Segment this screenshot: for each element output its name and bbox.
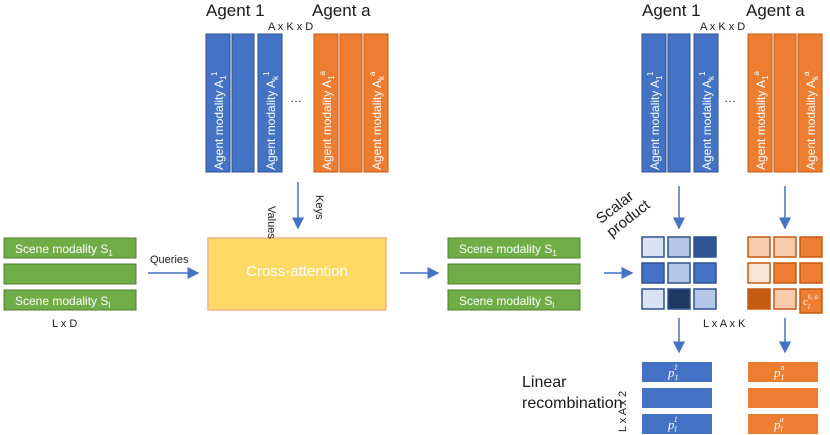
blue-cell-2-1 bbox=[641, 262, 665, 284]
output-orange-1-label: p1a bbox=[773, 363, 785, 382]
left-scene-dims: L x D bbox=[52, 318, 78, 330]
left-agent-a-header: Agent a bbox=[312, 1, 371, 20]
left-orange-bar-2 bbox=[339, 33, 363, 173]
left-blue-bar-1-label: Agent modality A11 bbox=[210, 71, 228, 170]
cross-attention-box bbox=[207, 237, 387, 311]
mid-scene-bar-3 bbox=[447, 289, 581, 311]
recombination-word: recombination bbox=[522, 395, 623, 412]
left-agent-bars: Agent modality A11 Agent modality Ak1 Ag… bbox=[205, 33, 389, 173]
right-agent-dims: A x K x D bbox=[700, 21, 746, 33]
left-scene-bar-3 bbox=[3, 289, 137, 311]
left-scene-bars: Scene modality S1 Scene modality Sl bbox=[3, 237, 137, 311]
output-blue-bar-2 bbox=[642, 388, 712, 408]
left-scene-bar-3-label: Scene modality Sl bbox=[15, 294, 110, 310]
cell-label: clk, a bbox=[803, 293, 818, 311]
output-bars: p11 pl1 p1a pla bbox=[642, 362, 818, 434]
output-blue-bar-1 bbox=[642, 362, 712, 382]
right-orange-bar-3 bbox=[797, 33, 823, 173]
mid-scene-bar-1-label: Scene modality S1 bbox=[459, 242, 557, 258]
linear-word: Linear bbox=[522, 374, 567, 391]
left-agent-1-header: Agent 1 bbox=[206, 1, 265, 20]
output-blue-1-label: p11 bbox=[667, 363, 679, 382]
right-orange-bar-1-label: Agent modality A1a bbox=[752, 70, 770, 170]
orange-cell-1-2 bbox=[773, 236, 797, 258]
orange-cell-3-3 bbox=[799, 288, 823, 314]
orange-score-grid: clk, a bbox=[747, 236, 823, 314]
output-dims: L x A x 2 bbox=[617, 390, 629, 432]
output-orange-l-label: pla bbox=[773, 415, 784, 434]
left-scene-bar-1 bbox=[3, 237, 137, 259]
left-orange-bar-3 bbox=[363, 33, 389, 173]
blue-score-grid bbox=[641, 236, 717, 310]
blue-cell-2-2 bbox=[667, 262, 691, 284]
output-orange-bar-3 bbox=[748, 414, 818, 434]
orange-cell-1-3 bbox=[799, 236, 823, 258]
left-agent-dims: A x K x D bbox=[268, 21, 314, 33]
left-blue-bar-3 bbox=[257, 33, 283, 173]
orange-cell-3-1 bbox=[747, 288, 771, 310]
blue-cell-1-3 bbox=[693, 236, 717, 258]
right-agent-a-header: Agent a bbox=[746, 1, 805, 20]
left-blue-bar-3-label: Agent modality Ak1 bbox=[262, 71, 280, 170]
blue-cell-3-2 bbox=[667, 288, 691, 310]
right-orange-bar-2 bbox=[773, 33, 797, 173]
output-orange-bar-2 bbox=[748, 388, 818, 408]
cross-attention-label: Cross-attention bbox=[246, 263, 348, 280]
right-orange-bar-1 bbox=[747, 33, 773, 173]
queries-label: Queries bbox=[150, 254, 189, 266]
left-scene-bar-2 bbox=[3, 263, 137, 285]
mid-scene-bars: Scene modality S1 Scene modality Sl bbox=[447, 237, 581, 311]
orange-cell-2-1 bbox=[747, 262, 771, 284]
output-blue-l-label: pl1 bbox=[667, 415, 678, 434]
mid-scene-bar-3-label: Scene modality Sl bbox=[459, 294, 554, 310]
mid-scene-bar-1 bbox=[447, 237, 581, 259]
right-blue-bar-3 bbox=[693, 33, 719, 173]
left-orange-bar-1 bbox=[313, 33, 339, 173]
output-orange-bar-1 bbox=[748, 362, 818, 382]
left-blue-bar-2 bbox=[231, 33, 255, 173]
blue-cell-1-2 bbox=[667, 236, 691, 258]
right-agent-bars: Agent modality A11 Agent modality Ak1 Ag… bbox=[641, 33, 823, 173]
linear-recombination-label: Linear recombination bbox=[522, 372, 623, 414]
left-blue-bar-1 bbox=[205, 33, 231, 173]
orange-cell-3-2 bbox=[773, 288, 797, 310]
orange-cell-2-2 bbox=[773, 262, 797, 284]
orange-cell-2-3 bbox=[799, 262, 823, 284]
mid-scene-bar-2 bbox=[447, 263, 581, 285]
blue-cell-3-3 bbox=[693, 288, 717, 310]
right-blue-bar-1-label: Agent modality A11 bbox=[646, 71, 664, 170]
flow-arrows bbox=[148, 182, 791, 354]
grid-dims: L x A x K bbox=[703, 318, 746, 330]
right-orange-bar-3-label: Agent modality Aka bbox=[802, 71, 820, 170]
keys-label: Keys bbox=[313, 195, 325, 220]
values-label: Values bbox=[265, 206, 277, 239]
left-scene-bar-1-label: Scene modality S1 bbox=[15, 242, 113, 258]
right-blue-bar-2 bbox=[667, 33, 691, 173]
right-agent-1-header: Agent 1 bbox=[642, 1, 701, 20]
right-ellipsis: … bbox=[724, 91, 736, 105]
orange-cell-1-1 bbox=[747, 236, 771, 258]
blue-cell-3-1 bbox=[641, 288, 665, 310]
output-blue-bar-3 bbox=[642, 414, 712, 434]
right-blue-bar-1 bbox=[641, 33, 667, 173]
left-ellipsis: … bbox=[290, 91, 302, 105]
left-orange-bar-3-label: Agent modality Aka bbox=[368, 71, 386, 170]
blue-cell-1-1 bbox=[641, 236, 665, 258]
left-orange-bar-1-label: Agent modality A1a bbox=[318, 70, 336, 170]
blue-cell-2-3 bbox=[693, 262, 717, 284]
right-blue-bar-3-label: Agent modality Ak1 bbox=[698, 71, 716, 170]
